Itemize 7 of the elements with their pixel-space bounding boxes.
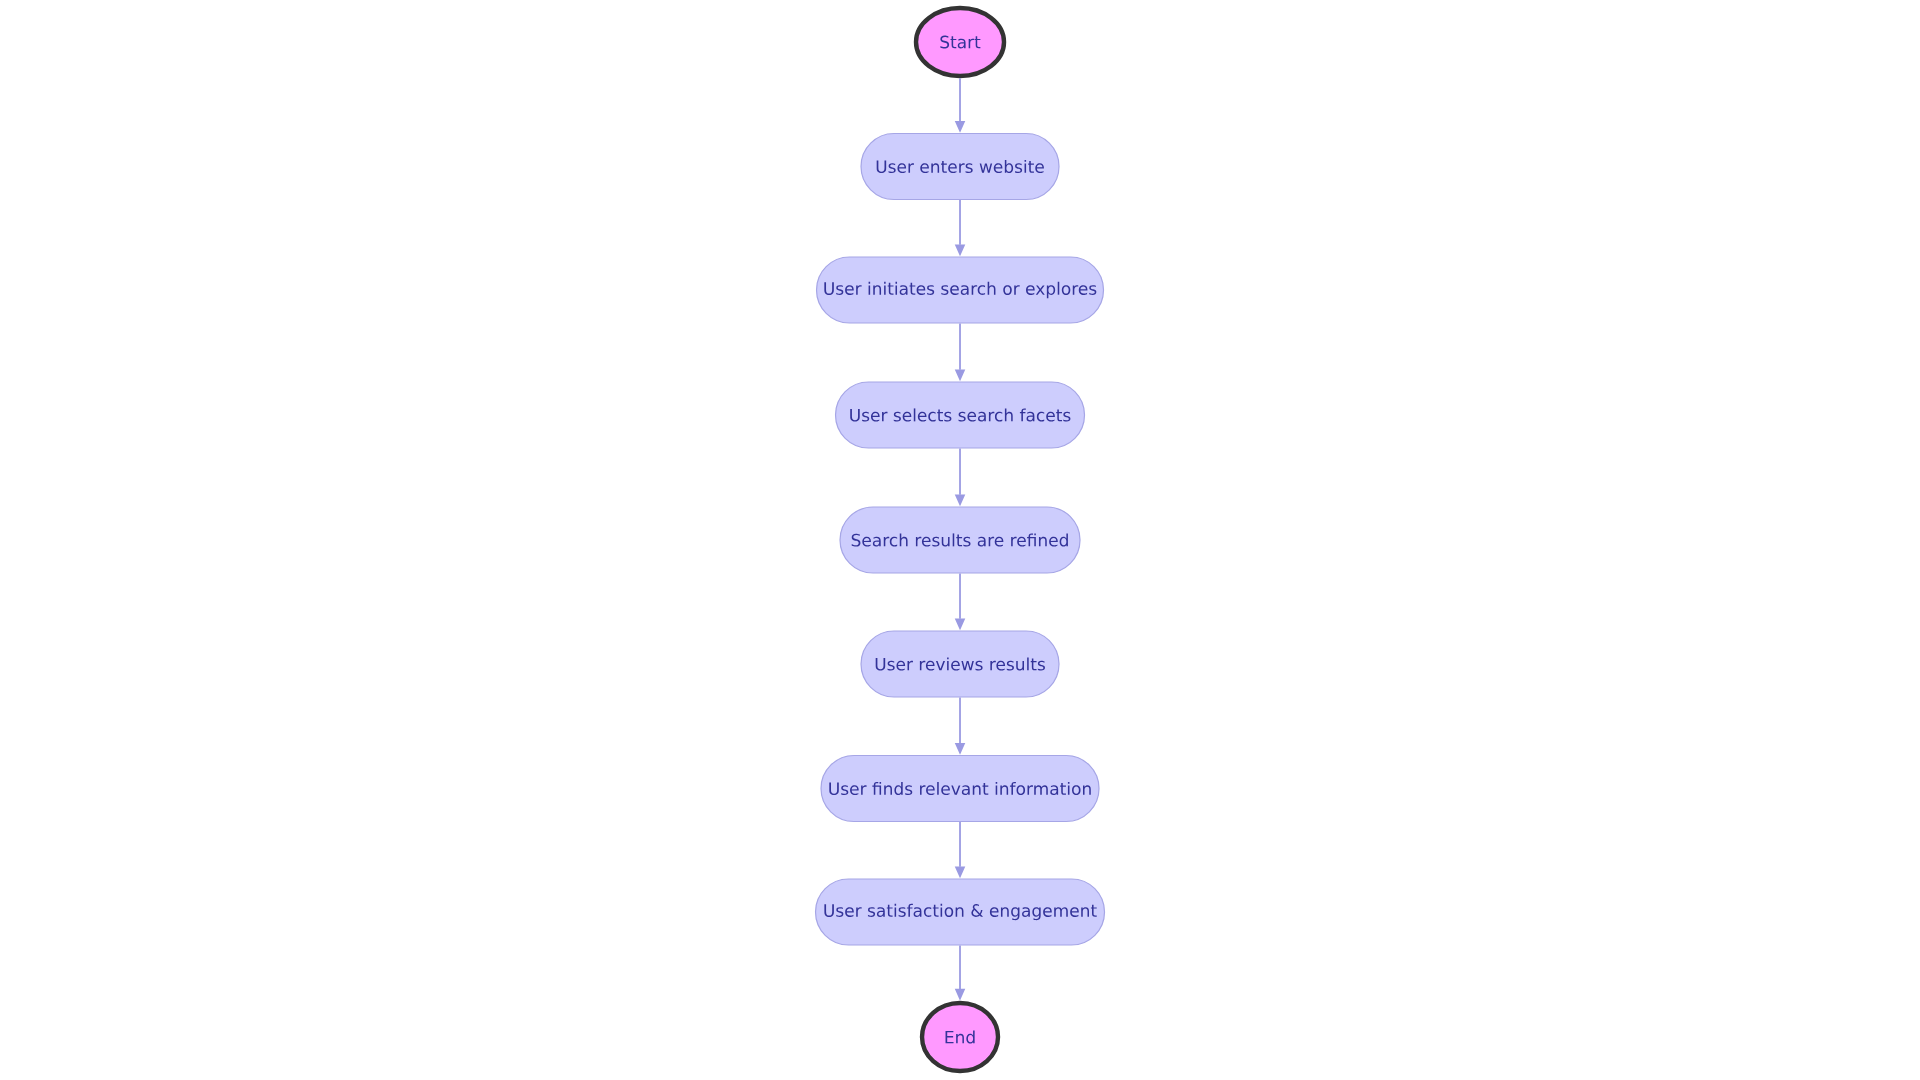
process-box: User initiates search or explores: [815, 256, 1105, 324]
process-box: Search results are refined: [839, 506, 1081, 574]
process-box: User enters website: [860, 132, 1060, 201]
process-box: User selects search facets: [834, 381, 1086, 449]
process-box: User finds relevant information: [820, 754, 1100, 823]
process-box: User reviews results: [860, 630, 1060, 698]
process-box: User satisfaction & engagement: [814, 878, 1106, 946]
